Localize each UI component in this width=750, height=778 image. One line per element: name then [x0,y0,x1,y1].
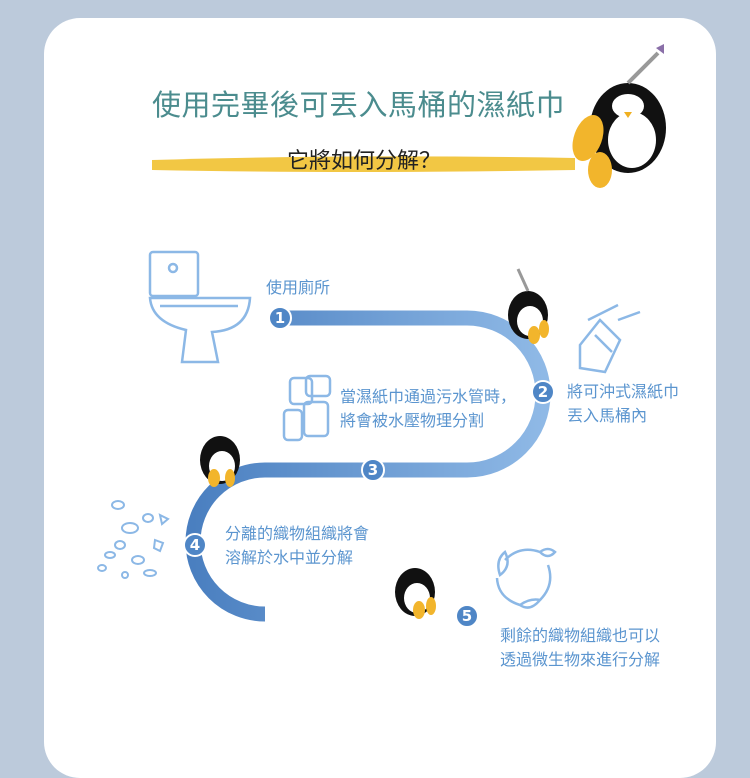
step-2-line-1: 將可沖式濕紙巾 [567,382,680,401]
step-2b-text: 當濕紙巾通過污水管時， 將會被水壓物理分割 [340,385,516,433]
step-5-line-1: 剩餘的織物組織也可以 [500,626,661,645]
step-4-line-2: 溶解於水中並分解 [225,548,354,567]
hand-wipe-icon [578,303,641,374]
pipe-path [185,310,551,622]
fragments-icon [282,374,332,442]
penguin-illustration-3 [395,568,436,619]
step-number-3: 3 [361,458,385,482]
step-5-line-2: 透過微生物來進行分解 [500,650,661,669]
step-number-1: 1 [268,306,292,330]
step-2-line-2: 丟入馬桶內 [567,406,648,425]
diagram-graphics [97,44,666,622]
step-2b-line-1: 當濕紙巾通過污水管時， [340,387,517,406]
yellow-highlight [152,156,575,172]
step-1-label: 使用廁所 [266,278,331,297]
penguin-illustration-header [572,44,666,188]
step-2b-line-2: 將會被水壓物理分割 [340,411,485,430]
page-subtitle: 它將如何分解？ [287,149,442,174]
penguin-illustration-1 [508,268,549,344]
step-number-5: 5 [455,604,479,628]
page-title: 使用完畢後可丟入馬桶的濕紙巾 [152,88,566,122]
toilet-icon [148,250,252,364]
step-2-text: 將可沖式濕紙巾 丟入馬桶內 [567,380,679,428]
step-4-line-1: 分離的織物組織將會 [225,524,370,543]
step-number-2: 2 [531,380,555,404]
step-number-4: 4 [183,533,207,557]
penguin-illustration-2 [200,436,240,487]
recycle-leaf-icon [495,547,557,609]
particles-icon [97,500,170,579]
step-5-text: 剩餘的織物組織也可以 透過微生物來進行分解 [500,624,660,672]
step-4-text: 分離的織物組織將會 溶解於水中並分解 [225,522,369,570]
